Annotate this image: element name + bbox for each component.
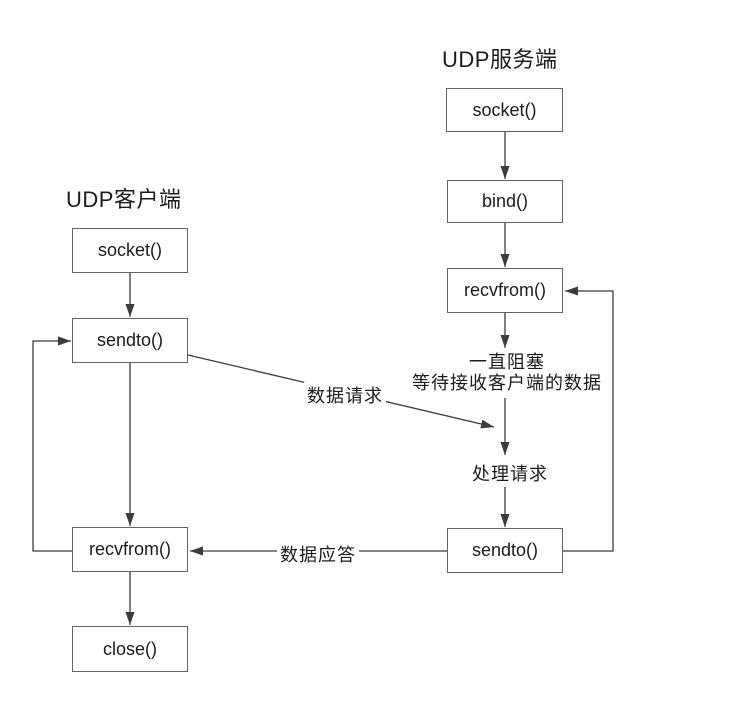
- client-recvfrom-node: recvfrom(): [72, 527, 188, 572]
- server-blocking-annotation: 一直阻塞 等待接收客户端的数据: [412, 352, 602, 394]
- client-close-node: close(): [72, 626, 188, 672]
- server-bind-node: bind(): [447, 180, 563, 223]
- client-sendto-node: sendto(): [72, 318, 188, 363]
- server-column-title: UDP服务端: [442, 47, 558, 72]
- data-request-edge-label: 数据请求: [304, 382, 386, 408]
- data-response-edge-label: 数据应答: [277, 541, 359, 567]
- server-socket-node: socket(): [446, 88, 563, 132]
- edge-client-loop-recvfrom-to-sendto: [32, 336, 72, 552]
- server-recvfrom-node: recvfrom(): [447, 268, 563, 313]
- server-blocking-annotation-line2: 等待接收客户端的数据: [412, 373, 602, 393]
- server-process-request-annotation: 处理请求: [472, 464, 548, 484]
- server-sendto-node: sendto(): [447, 528, 563, 573]
- edge-server-loop-sendto-to-recvfrom: [563, 286, 614, 552]
- server-blocking-annotation-line1: 一直阻塞: [469, 352, 545, 372]
- client-socket-node: socket(): [72, 228, 188, 273]
- client-column-title: UDP客户端: [66, 187, 182, 212]
